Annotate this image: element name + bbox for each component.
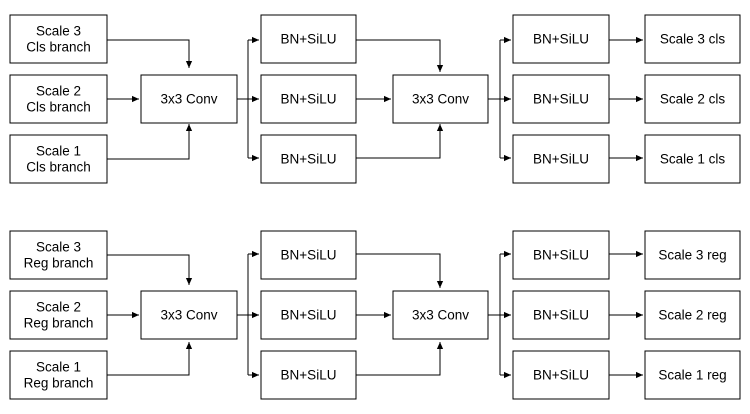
edge xyxy=(356,253,444,288)
edge xyxy=(356,123,444,159)
node-label: 3x3 Conv xyxy=(412,308,469,323)
cls-input-scale-3: Scale 3 Cls branch xyxy=(9,14,108,64)
cls-diagram: Scale 3 Cls branch Scale 2 Cls branch Sc… xyxy=(9,14,741,184)
node-label: 3x3 Conv xyxy=(160,92,217,107)
cls-output-scale-1: Scale 1 cls xyxy=(644,134,741,184)
cls-bn-silu-1: BN+SiLU xyxy=(260,14,357,64)
node-label: BN+SiLU xyxy=(533,368,589,383)
edge xyxy=(107,342,193,376)
node-label: Scale 3 cls xyxy=(660,32,726,47)
node-label: Scale 2 reg xyxy=(658,308,726,323)
node-label: Scale 3 xyxy=(36,240,81,255)
node-label: BN+SiLU xyxy=(533,308,589,323)
reg-bn-silu-5: BN+SiLU xyxy=(512,290,610,340)
reg-bn-silu-4: BN+SiLU xyxy=(512,230,610,280)
cls-bn-silu-5: BN+SiLU xyxy=(512,74,610,124)
edge xyxy=(356,39,444,72)
node-label: 3x3 Conv xyxy=(412,92,469,107)
reg-bn-silu-3: BN+SiLU xyxy=(260,350,357,400)
node-label: Reg branch xyxy=(24,376,94,391)
reg-bn-silu-2: BN+SiLU xyxy=(260,290,357,340)
reg-input-scale-1: Scale 1 Reg branch xyxy=(9,350,108,400)
node-label: Cls branch xyxy=(26,100,91,115)
cls-bn-silu-4: BN+SiLU xyxy=(512,14,610,64)
node-label: Scale 2 cls xyxy=(660,92,726,107)
node-label: Reg branch xyxy=(24,316,94,331)
reg-conv-1: 3x3 Conv xyxy=(140,290,238,340)
node-label: Scale 1 reg xyxy=(658,368,726,383)
cls-input-scale-1: Scale 1 Cls branch xyxy=(9,134,108,184)
node-label: Scale 3 xyxy=(36,24,81,39)
cls-input-scale-2: Scale 2 Cls branch xyxy=(9,74,108,124)
reg-output-scale-3: Scale 3 reg xyxy=(644,230,741,280)
node-label: Scale 3 reg xyxy=(658,248,726,263)
cls-bn-silu-3: BN+SiLU xyxy=(260,134,357,184)
edge xyxy=(107,123,193,160)
node-label: 3x3 Conv xyxy=(160,308,217,323)
node-label: BN+SiLU xyxy=(533,248,589,263)
reg-diagram: Scale 3 Reg branch Scale 2 Reg branch Sc… xyxy=(9,230,741,400)
node-label: Scale 2 xyxy=(36,84,81,99)
node-label: BN+SiLU xyxy=(281,32,337,47)
cls-conv-2: 3x3 Conv xyxy=(392,74,489,124)
node-label: Cls branch xyxy=(26,40,91,55)
node-label: Scale 1 xyxy=(36,360,81,375)
node-label: Scale 1 xyxy=(36,144,81,159)
node-label: Cls branch xyxy=(26,160,91,175)
node-label: BN+SiLU xyxy=(281,368,337,383)
reg-bn-silu-1: BN+SiLU xyxy=(260,230,357,280)
node-label: BN+SiLU xyxy=(281,92,337,107)
reg-conv-2: 3x3 Conv xyxy=(392,290,489,340)
node-label: Reg branch xyxy=(24,256,94,271)
node-label: BN+SiLU xyxy=(281,152,337,167)
node-label: Scale 1 cls xyxy=(660,152,726,167)
cls-output-scale-3: Scale 3 cls xyxy=(644,14,741,64)
cls-output-scale-2: Scale 2 cls xyxy=(644,74,741,124)
reg-output-scale-2: Scale 2 reg xyxy=(644,290,741,340)
node-label: BN+SiLU xyxy=(533,92,589,107)
edge xyxy=(107,254,193,285)
cls-bn-silu-6: BN+SiLU xyxy=(512,134,610,184)
cls-conv-1: 3x3 Conv xyxy=(140,74,238,124)
edge xyxy=(356,342,444,376)
reg-bn-silu-6: BN+SiLU xyxy=(512,350,610,400)
cls-bn-silu-2: BN+SiLU xyxy=(260,74,357,124)
node-label: BN+SiLU xyxy=(533,32,589,47)
node-label: BN+SiLU xyxy=(533,152,589,167)
reg-input-scale-3: Scale 3 Reg branch xyxy=(9,230,108,280)
reg-output-scale-1: Scale 1 reg xyxy=(644,350,741,400)
node-label: Scale 2 xyxy=(36,300,81,315)
reg-input-scale-2: Scale 2 Reg branch xyxy=(9,290,108,340)
node-label: BN+SiLU xyxy=(281,248,337,263)
node-label: BN+SiLU xyxy=(281,308,337,323)
edge xyxy=(107,39,193,68)
